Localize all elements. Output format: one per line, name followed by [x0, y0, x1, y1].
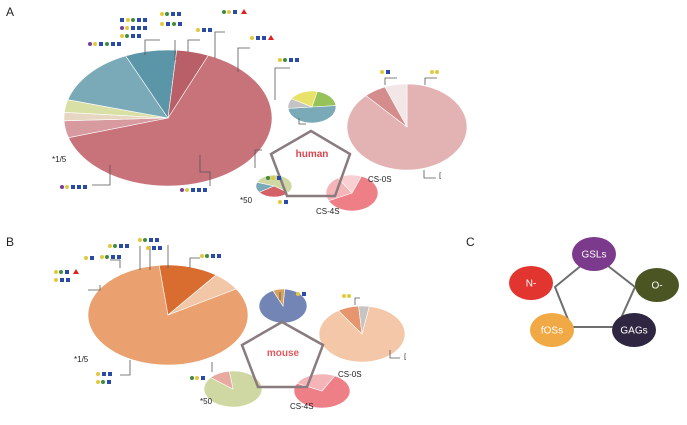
panel-label-a: A: [6, 5, 14, 19]
human-fOS-slice-2: [255, 181, 275, 193]
human-GAG-slice-2: [337, 174, 362, 194]
class-pentagon: [553, 253, 637, 328]
class-node-o: [635, 268, 679, 302]
human-center-label: human: [296, 149, 329, 160]
human-large-slice-0: [68, 54, 273, 187]
mouse-fOS-slice-1: [210, 370, 234, 390]
human-n-glycan-pie: [287, 90, 337, 124]
mouse-cs4s-label: CS-4S: [290, 402, 314, 411]
class-node-label-gsls: GSLs: [581, 250, 606, 261]
mouse-fos-pie: [203, 370, 263, 408]
human-N-small-slice-2: [287, 105, 337, 124]
human-scale-small: *50: [240, 196, 253, 205]
human-GSL-slice-2: [384, 83, 408, 128]
mouse-glycan-motifs: [54, 238, 351, 384]
class-node-foss: [530, 313, 574, 347]
mouse-GAG-slice-0: [293, 375, 351, 409]
mouse-large-slice-2: [167, 274, 237, 316]
human-GAG-slice-0: [328, 175, 379, 212]
mouse-bracket: [: [404, 353, 407, 361]
human-N-small-slice-3: [287, 98, 313, 109]
class-node-label-o: O-: [651, 281, 662, 292]
human-scale-large: *1/5: [52, 155, 67, 164]
human-gsl-pie: [346, 83, 468, 171]
human-leader-lines: [92, 31, 437, 186]
human-pentagon: [269, 129, 352, 198]
mouse-pentagon: [240, 320, 325, 389]
mouse-gsl-pie: [318, 305, 406, 363]
mouse-large-pie: [87, 264, 249, 366]
mouse-GAG-slice-1: [296, 373, 336, 392]
class-node-label-foss: fOSs: [541, 326, 563, 337]
mouse-scale-large: *1/5: [74, 355, 89, 364]
mouse-n-glycan-pie: [258, 288, 308, 324]
human-fOS-slice-1: [258, 185, 289, 198]
class-node-n: [509, 266, 553, 300]
class-node-gsls: [572, 237, 616, 271]
mouse-center-label: mouse: [267, 348, 300, 359]
mouse-leader-lines: [88, 245, 400, 376]
mouse-GSL-slice-2: [358, 305, 370, 335]
human-large-slice-4: [67, 55, 169, 119]
mouse-N-small-slice-1: [272, 288, 286, 307]
human-large-slice-6: [167, 49, 209, 119]
human-bracket: [: [439, 172, 442, 180]
human-cs4s-label: CS-4S: [316, 207, 340, 216]
mouse-large-slice-1: [158, 264, 217, 316]
mouse-scale-small: *50: [200, 397, 213, 406]
mouse-cs0s-label: CS-0S: [338, 370, 362, 379]
human-cs0s-label: CS-0S: [368, 175, 392, 184]
panel-label-b: B: [6, 235, 14, 249]
panel-label-c: C: [466, 235, 475, 249]
class-node-gags: [612, 313, 656, 347]
mouse-gag-pie: [293, 373, 351, 409]
human-glycan-motifs: [60, 9, 439, 204]
human-gag-pie: [325, 174, 379, 212]
class-node-label-gags: GAGs: [620, 326, 647, 337]
class-node-label-n: N-: [526, 279, 537, 290]
human-large-pie: [63, 49, 273, 187]
